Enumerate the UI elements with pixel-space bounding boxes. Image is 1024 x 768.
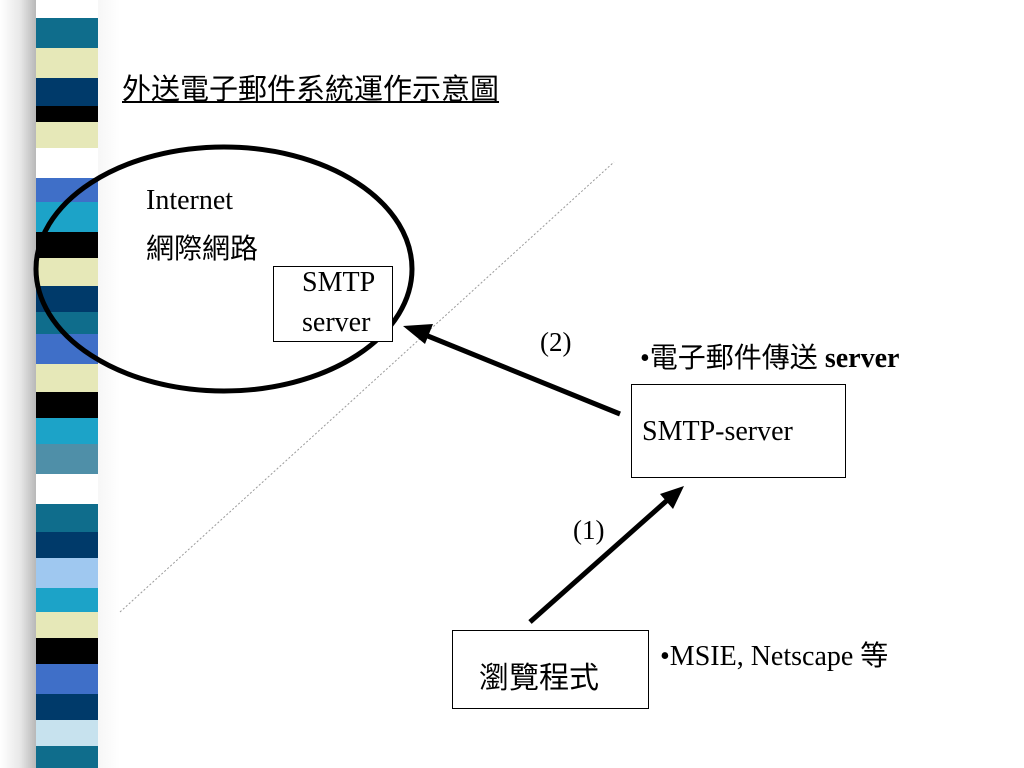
browser-box: 瀏覽程式: [452, 630, 649, 709]
internet-label-zh: 網際網路: [146, 234, 259, 265]
stripe-16: [36, 418, 98, 444]
stripe-3: [36, 78, 98, 106]
stripe-21: [36, 558, 98, 588]
stripe-19: [36, 504, 98, 532]
stripe-26: [36, 694, 98, 720]
stripe-20: [36, 532, 98, 558]
stripe-27: [36, 720, 98, 746]
stripe-25: [36, 664, 98, 694]
browser-box-label: 瀏覽程式: [479, 662, 599, 695]
stripe-28: [36, 746, 98, 768]
stripe-1: [36, 18, 98, 48]
arrow-step2: [417, 329, 621, 417]
diagonal-divider-line: [119, 161, 615, 613]
arrow-step1: [528, 494, 674, 624]
internet-ellipse: [33, 144, 415, 394]
stripe-14: [36, 364, 98, 392]
stripe-5: [36, 122, 98, 148]
browser-note: •MSIE, Netscape 等: [660, 641, 889, 672]
internet-smtp-box-line1: SMTP: [302, 267, 376, 298]
decorative-stripe-bar: [0, 0, 120, 768]
stripe-18: [36, 474, 98, 504]
stripe-17: [36, 444, 98, 474]
smtp-server-box: SMTP-server: [631, 384, 846, 478]
stripe-0: [36, 0, 98, 18]
stripe-22: [36, 588, 98, 612]
smtp-server-note: •電子郵件傳送 server: [640, 336, 899, 376]
stripe-4: [36, 106, 98, 122]
stripe-9: [36, 232, 98, 258]
arrow-label-step2: (2): [540, 327, 572, 357]
arrow-label-step1: (1): [573, 515, 605, 545]
internet-smtp-server-box: SMTP server: [273, 266, 393, 342]
stripe-10: [36, 258, 98, 286]
stripe-6: [36, 148, 98, 178]
stripe-24: [36, 638, 98, 664]
smtp-server-box-label: SMTP-server: [642, 416, 793, 447]
internet-label-en: Internet: [146, 185, 234, 216]
smtp-server-note-bold: server: [824, 343, 900, 374]
internet-smtp-box-line2: server: [302, 307, 371, 338]
page-title: 外送電子郵件系統運作示意圖: [122, 74, 500, 106]
smtp-server-note-text: •電子郵件傳送: [640, 343, 825, 374]
stripe-23: [36, 612, 98, 638]
stripe-column: [36, 0, 98, 768]
stripe-2: [36, 48, 98, 78]
arrow-step1-head: [660, 486, 684, 509]
stripe-15: [36, 392, 98, 418]
arrow-step2-head: [403, 324, 433, 344]
